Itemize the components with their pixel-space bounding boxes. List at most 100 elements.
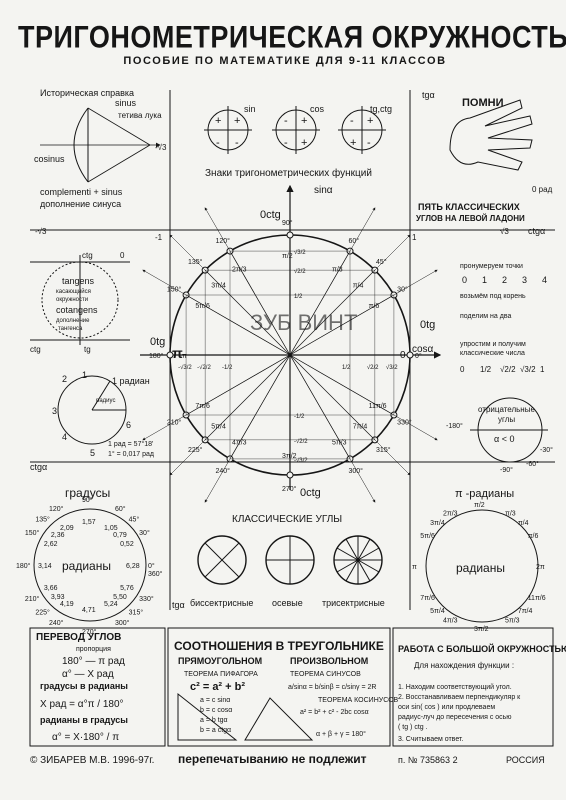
footer-note: перепечатыванию не подлежит [178, 752, 367, 766]
deg-conv: 1° = 0,017 рад [108, 450, 154, 458]
pi-circle-label: π [412, 564, 417, 571]
rad-digit: 3 [52, 406, 57, 416]
degree-label: 315° [376, 446, 391, 454]
deg-circle-label: 90° [82, 496, 93, 504]
footer-country: РОССИЯ [506, 755, 545, 765]
pi-circle-label: 11π/6 [528, 595, 546, 602]
neg-sqrt3-left: -√3 [35, 227, 47, 236]
tangens-ru2: окружности [56, 297, 88, 303]
sign-q: - [284, 137, 288, 149]
rad-circle-label: 4,71 [82, 607, 96, 614]
neg-one-left: -1 [155, 233, 163, 242]
row4-value: 1 [540, 365, 545, 374]
ray-arrow [204, 207, 291, 356]
sign-q: + [301, 115, 307, 127]
conversion-frame [29, 627, 166, 747]
row2-label: возьмём под корень [460, 293, 526, 300]
radian-label: 2π/3 [232, 266, 247, 273]
tangens-ru1: касающийся [56, 288, 91, 295]
radian-label: π/3 [332, 266, 343, 273]
deg-circle-label: 315° [129, 609, 144, 617]
degree-label: 0° [415, 352, 422, 360]
y-tick: -1/2 [294, 414, 305, 420]
rad-circle-label: 6,28 [126, 563, 140, 570]
zero-tg-right: 0tg [420, 319, 435, 331]
rad-digit: 6 [126, 420, 131, 430]
conv-proportion: пропорция [76, 646, 111, 653]
ray-arrow [289, 354, 376, 503]
rad-circle-label: 4,19 [60, 601, 74, 608]
tb-tg: tg [84, 345, 91, 354]
unit-point [166, 351, 174, 359]
tri-cos-f: a² = b² + c² - 2bc cosα [300, 709, 369, 716]
cosinus-label: cosinus [34, 154, 65, 164]
row4-label2: классические числа [460, 350, 525, 357]
radian-label: π [182, 353, 187, 360]
rad-circle-label: 2,36 [51, 532, 65, 539]
sign-q: + [350, 137, 356, 149]
sign-label-tg: tg,ctg [370, 104, 392, 114]
degree-label: 270° [282, 485, 297, 493]
work-step3: 3. Считываем ответ. [398, 736, 463, 743]
row1-value: 0 [462, 275, 467, 285]
work-frame [392, 627, 554, 747]
degrees-title: градусы [65, 486, 110, 500]
sign-label-cos: cos [310, 104, 325, 114]
five-title2: УГЛОВ НА ЛЕВОЙ ЛАДОНИ [416, 214, 525, 223]
radius-label: радиус [96, 398, 115, 404]
complement-label: complementi + sinus [40, 187, 123, 197]
unit-point [286, 471, 294, 479]
sign-circle-cos: cos - + - + [272, 104, 325, 154]
pi-center: радианы [456, 561, 505, 575]
pi-circle-label: 5π/3 [505, 618, 520, 625]
degree-label: 30° [397, 286, 408, 294]
sign-q: - [350, 115, 354, 127]
y-tick: 1/2 [294, 294, 303, 300]
radian-label: 5π/4 [211, 424, 226, 431]
negative-angles: отрицательные углы α < 0 -180° -90° -60°… [446, 397, 553, 474]
rad-circle-label: 1,05 [104, 525, 118, 532]
sign-q: + [215, 115, 221, 127]
work-section: РАБОТА С БОЛЬШОЙ ОКРУЖНОСТЬЮ Для нахожде… [398, 643, 566, 743]
history-title: Историческая справка [40, 88, 134, 98]
cotangens-label: cotangens [56, 305, 98, 315]
radian-box: 1 радиан 1 2 3 4 5 6 радиус 1 рад = 57°1… [52, 370, 154, 458]
row1-value: 2 [502, 275, 507, 285]
work-step2: 2. Восстанавливаем перпендикуляр к [398, 694, 521, 701]
tg-bottom-label: tgα [172, 600, 185, 610]
radian-label: 3π/4 [211, 282, 226, 289]
tri-pyth: ТЕОРЕМА ПИФАГОРА [184, 671, 258, 678]
pi-circle-label: π/6 [528, 533, 539, 540]
footer-author: © ЗИБАРЕВ М.В. 1996-97г. [30, 755, 155, 766]
cotangens-ru2: тангенса [58, 326, 83, 332]
y-tick: √2/2 [294, 268, 306, 275]
right-triangle [177, 692, 238, 741]
y-tick: -√2/2 [294, 438, 308, 445]
row1-value: 1 [482, 275, 487, 285]
pi-circle-label: 7π/6 [420, 595, 435, 602]
rad-circle-label: 5,24 [104, 601, 118, 608]
radian-label: π/4 [353, 282, 364, 289]
deg-circle-label: 0° [148, 562, 155, 570]
rad-circle-label: 1,57 [82, 519, 96, 526]
tri-sines: ТЕОРЕМА СИНУСОВ [290, 671, 361, 678]
x-tick: √2/2 [367, 364, 379, 371]
tri-right: ПРЯМОУГОЛЬНОМ [178, 656, 262, 666]
rad-circle-label: 3,93 [51, 594, 65, 601]
sign-circle-sin: sin + + - - [204, 104, 256, 154]
arbitrary-triangle [244, 697, 314, 741]
ray-arrow [289, 269, 438, 356]
rad-circle-label: 2,62 [44, 541, 58, 548]
degree-label: 150° [167, 286, 182, 294]
degree-label: 120° [216, 237, 231, 245]
tb-ctg: ctg [82, 251, 93, 260]
tb-ctg-2: ctg [30, 345, 41, 354]
rad-digit: 5 [90, 448, 95, 458]
conv-r2d-title: радианы в градусы [40, 715, 128, 725]
radian-label: 1 радиан [112, 376, 150, 386]
rad-circle-label: 0,52 [120, 541, 134, 548]
deg-circle-label: 135° [35, 515, 50, 523]
zero-ctg-bottom: 0ctg [300, 487, 321, 499]
tri-rel2: b = c cosα [200, 707, 232, 714]
signs-caption: Знаки тригонометрических функций [205, 167, 372, 179]
